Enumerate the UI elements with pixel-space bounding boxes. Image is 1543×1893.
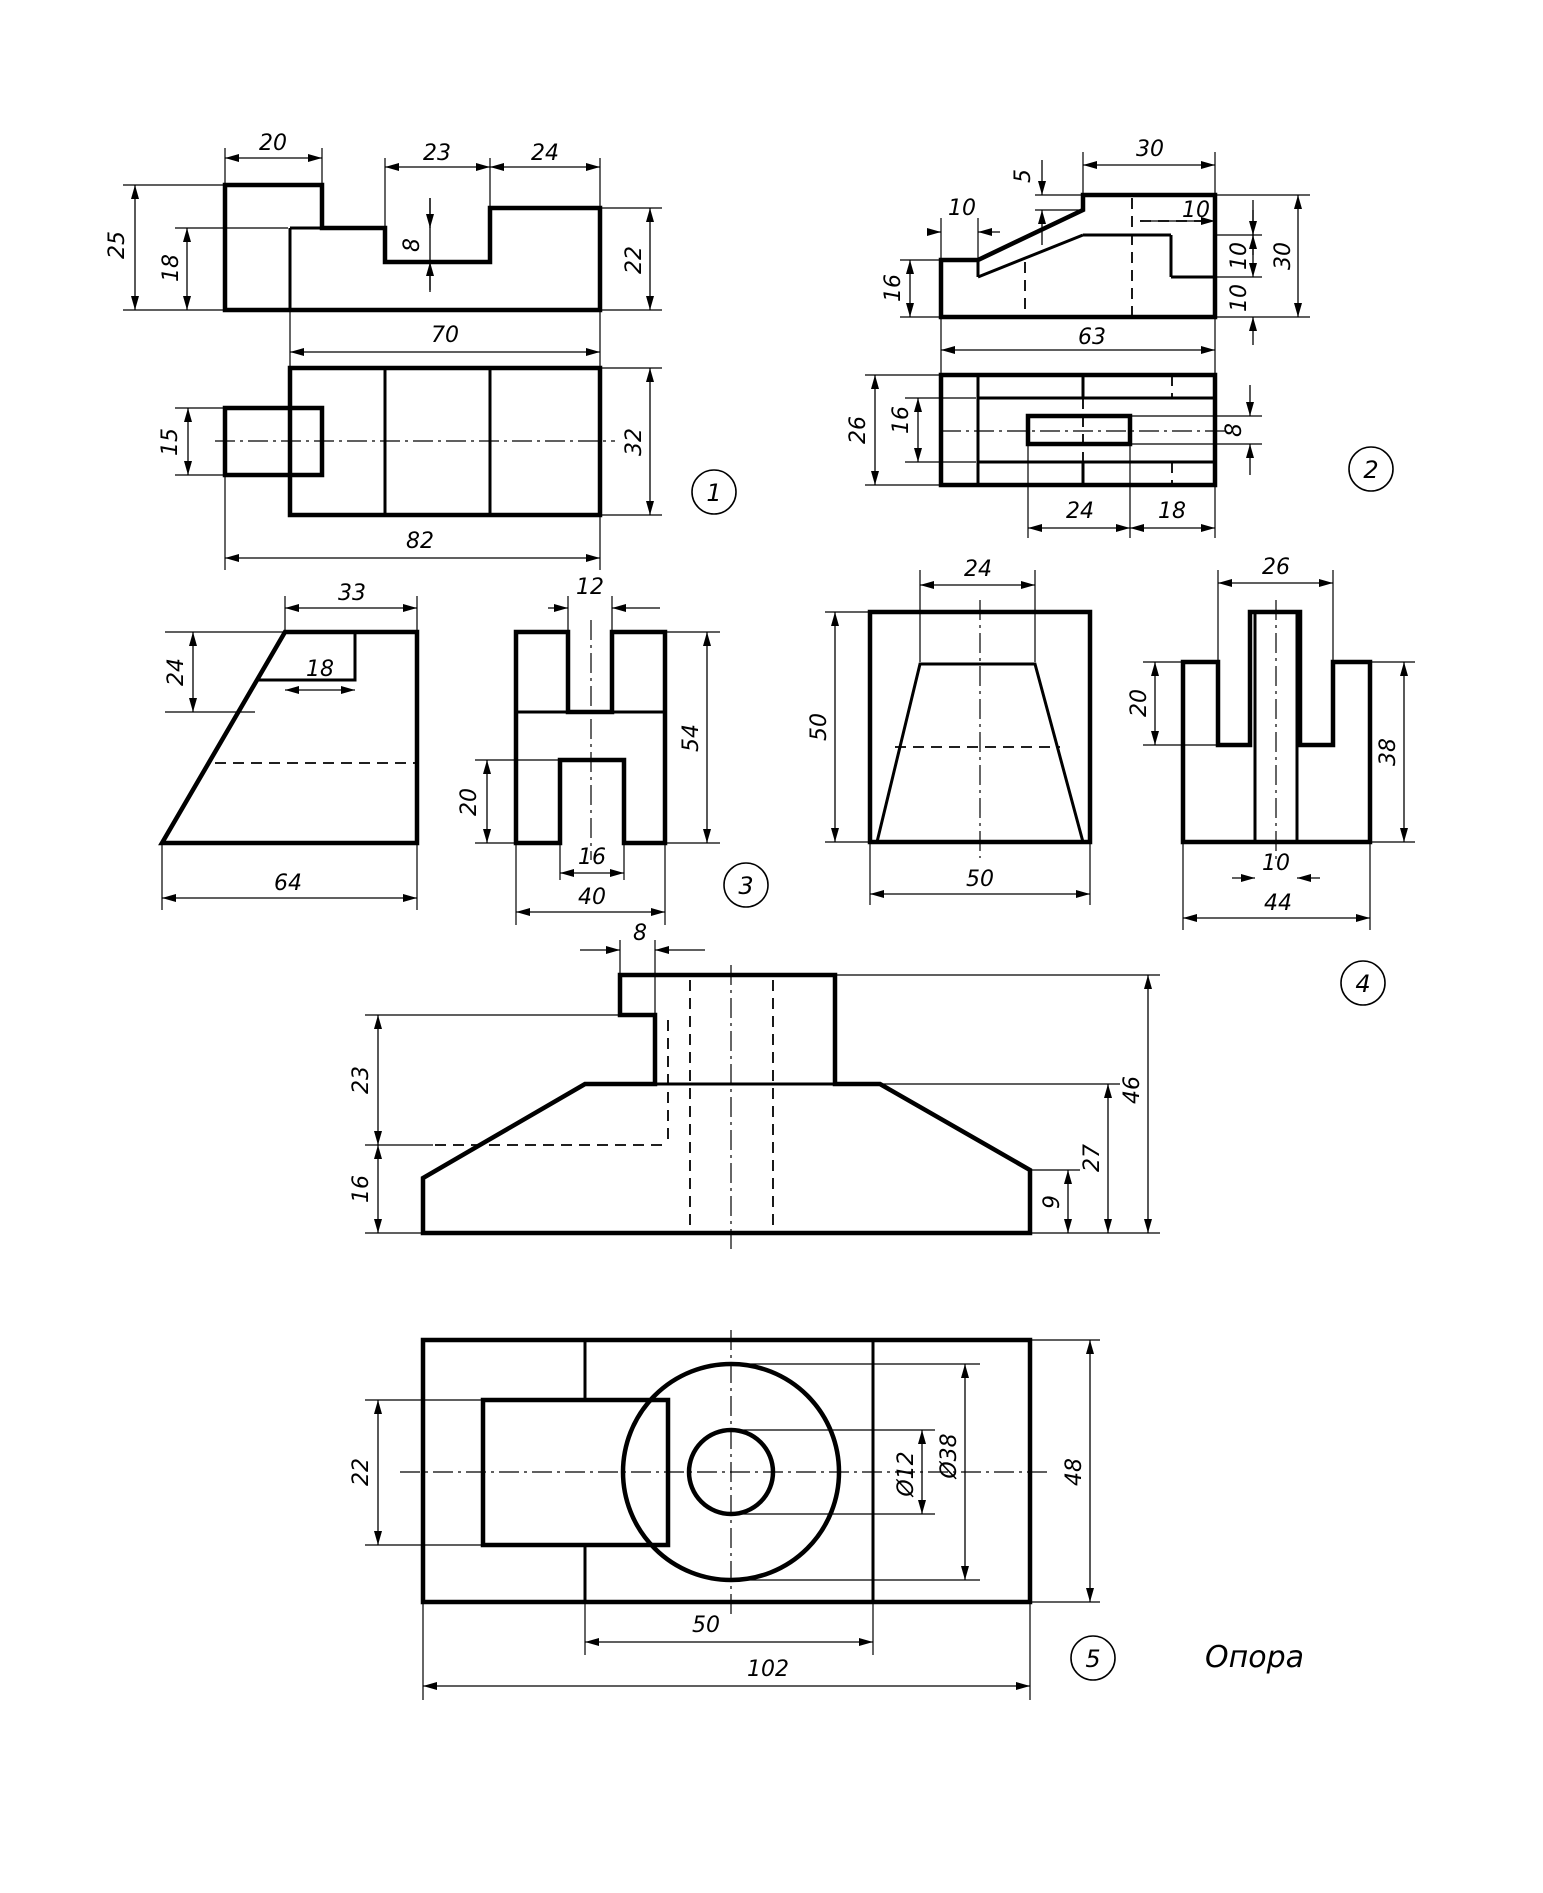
figure-3-side-view bbox=[158, 629, 420, 846]
dim-label: 10 bbox=[1262, 851, 1290, 876]
figure-3-front-view bbox=[513, 620, 668, 860]
dim-label: 40 bbox=[578, 885, 606, 910]
figure-1-number-badge: 1 bbox=[691, 469, 737, 515]
dim-label: 22 bbox=[622, 246, 647, 274]
dim-label: 46 bbox=[1120, 1076, 1145, 1104]
dim-label: 63 bbox=[1078, 325, 1106, 350]
figure-5: 8 23 16 46 27 9 22 Ø12 Ø38 48 50 102 5 О… bbox=[349, 921, 1304, 1700]
dim-label: 20 bbox=[1127, 689, 1152, 717]
dim-label: 9 bbox=[1040, 1195, 1065, 1209]
dim-label: 30 bbox=[1136, 137, 1164, 162]
figure-2-top-view bbox=[938, 372, 1230, 488]
dim-label: 16 bbox=[349, 1175, 374, 1203]
dim-label: Ø12 bbox=[894, 1451, 919, 1497]
dim-label: 50 bbox=[692, 1613, 720, 1638]
dim-label: 54 bbox=[679, 724, 704, 752]
dim-label: 10 bbox=[948, 196, 976, 221]
dim-label: 48 bbox=[1062, 1458, 1087, 1486]
dim-label: 23 bbox=[349, 1066, 374, 1094]
figure-4: 24 50 50 26 20 38 10 44 4 bbox=[807, 555, 1415, 1006]
dim-label: 50 bbox=[807, 713, 832, 741]
figure-number: 1 bbox=[706, 479, 721, 507]
dim-label: 22 bbox=[349, 1458, 374, 1486]
dim-label: 30 bbox=[1271, 242, 1296, 270]
figure-2-front-view bbox=[938, 192, 1218, 320]
figure-2-number-badge: 2 bbox=[1348, 446, 1394, 492]
figure-3-dimension-labels: 33 24 18 64 12 54 20 16 40 bbox=[164, 575, 704, 910]
dim-label: 10 bbox=[1227, 242, 1252, 270]
figure-number: 5 bbox=[1085, 1645, 1100, 1673]
dim-label: 32 bbox=[622, 428, 647, 456]
dim-label: 26 bbox=[846, 416, 871, 444]
figure-4-number-badge: 4 bbox=[1340, 960, 1386, 1006]
dim-label: 102 bbox=[747, 1657, 789, 1682]
figure-5-dimensions bbox=[365, 940, 1160, 1700]
figure-1: 20 23 24 25 18 8 22 70 15 32 82 1 bbox=[105, 131, 737, 570]
dim-label: 64 bbox=[274, 871, 302, 896]
dim-label: 24 bbox=[964, 557, 992, 582]
figure-3-number-badge: 3 bbox=[723, 862, 769, 908]
figure-1-top-view bbox=[215, 365, 615, 518]
dim-label: 18 bbox=[306, 657, 334, 682]
figure-1-dimension-labels: 20 23 24 25 18 8 22 70 15 32 82 bbox=[105, 131, 647, 554]
dim-label: 8 bbox=[633, 921, 647, 946]
figure-4-dimension-labels: 24 50 50 26 20 38 10 44 bbox=[807, 555, 1401, 916]
figure-2: 30 5 10 10 10 30 16 10 63 26 16 8 24 18 … bbox=[846, 137, 1394, 538]
dim-label: 18 bbox=[1158, 499, 1186, 524]
figure-5-number-badge: 5 bbox=[1070, 1635, 1116, 1681]
dim-label: 44 bbox=[1264, 891, 1292, 916]
dim-label: 50 bbox=[966, 867, 994, 892]
dim-label: 26 bbox=[1262, 555, 1290, 580]
dim-label: 10 bbox=[1227, 284, 1252, 312]
dim-label: 8 bbox=[400, 238, 425, 252]
figure-5-front-view bbox=[420, 965, 1033, 1250]
figure-4-dimensions bbox=[825, 570, 1415, 930]
dim-label: 18 bbox=[159, 254, 184, 282]
dim-label: 33 bbox=[338, 581, 366, 606]
dim-label: 20 bbox=[457, 788, 482, 816]
dim-label: 24 bbox=[1066, 499, 1094, 524]
dim-label: 82 bbox=[406, 529, 434, 554]
dim-label: 8 bbox=[1222, 423, 1247, 437]
dim-label: 10 bbox=[1182, 198, 1210, 223]
dim-label: 16 bbox=[889, 406, 914, 434]
dim-label: 25 bbox=[105, 231, 130, 259]
figure-number: 2 bbox=[1363, 456, 1378, 484]
dim-label: 27 bbox=[1080, 1144, 1105, 1172]
dim-label: 24 bbox=[531, 141, 559, 166]
figure-number: 4 bbox=[1355, 970, 1370, 998]
part-caption: Опора bbox=[1205, 1640, 1304, 1675]
dim-label: 20 bbox=[259, 131, 287, 156]
figure-3: 33 24 18 64 12 54 20 16 40 3 bbox=[158, 575, 769, 925]
dim-label: 38 bbox=[1376, 738, 1401, 766]
dim-label: 70 bbox=[431, 323, 459, 348]
dim-label: 23 bbox=[423, 141, 451, 166]
figure-3-dimensions bbox=[161, 596, 720, 925]
dim-label: 16 bbox=[578, 845, 606, 870]
figure-4-side-view bbox=[1180, 600, 1373, 860]
dim-label: 15 bbox=[158, 428, 183, 456]
figure-5-dimension-labels: 8 23 16 46 27 9 22 Ø12 Ø38 48 50 102 bbox=[349, 921, 1145, 1682]
figure-2-dimensions bbox=[865, 152, 1310, 538]
figure-number: 3 bbox=[738, 872, 753, 900]
dim-label: 24 bbox=[164, 658, 189, 686]
dim-label: 12 bbox=[576, 575, 604, 600]
figure-2-dimension-labels: 30 5 10 10 10 30 16 10 63 26 16 8 24 18 bbox=[846, 137, 1296, 524]
dim-label: Ø38 bbox=[937, 1433, 962, 1479]
dim-label: 5 bbox=[1011, 169, 1036, 183]
figure-1-front-view bbox=[222, 182, 603, 313]
figure-4-front-view bbox=[867, 600, 1093, 858]
dim-label: 16 bbox=[881, 274, 906, 302]
figure-1-dimensions bbox=[123, 148, 662, 570]
